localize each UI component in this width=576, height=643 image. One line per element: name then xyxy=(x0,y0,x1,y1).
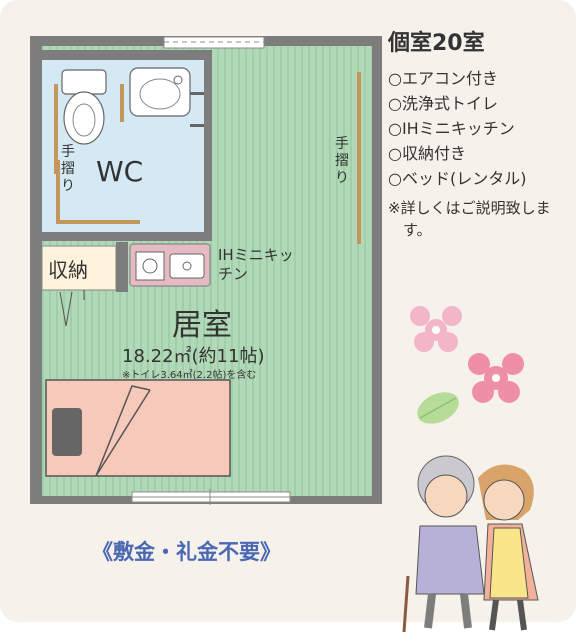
explanation-note: ※詳しくはご説明致します。 xyxy=(388,199,551,239)
storage-area xyxy=(41,245,117,291)
no-deposit-caption: 《敷金・礼金不要》 xyxy=(92,540,281,564)
caregiver-illustration xyxy=(478,464,539,631)
wc-wall-right xyxy=(204,60,212,236)
feature-item: ○ベッド(レンタル) xyxy=(388,169,527,188)
elderly-person-illustration xyxy=(402,455,485,633)
flower-icon xyxy=(468,353,524,403)
leaf-icon xyxy=(417,392,459,424)
wc-wall-bottom xyxy=(30,232,212,241)
room-count-heading: 個室20室 xyxy=(388,31,485,56)
feature-item: ○エアコン付き xyxy=(388,69,498,88)
kitchen-label: IHミニキッチン xyxy=(218,246,294,283)
handrail-label: 手摺り xyxy=(335,136,349,186)
feature-item: ○収納付き xyxy=(388,144,466,163)
toilet-tank xyxy=(61,69,107,95)
room-label: 居室 xyxy=(172,308,232,343)
feature-item: ○洗浄式トイレ xyxy=(388,94,498,113)
room-area: 18.22㎡(約11帖) xyxy=(122,346,265,367)
handrail-label: 手摺り xyxy=(61,144,75,194)
wc-label: WC xyxy=(96,155,144,188)
wc-wall-top xyxy=(30,50,212,60)
feature-list: ○エアコン付き ○洗浄式トイレ ○IHミニキッチン ○収納付き ○ベッド(レンタ… xyxy=(388,66,568,191)
room-info: 個室20室 ○エアコン付き ○洗浄式トイレ ○IHミニキッチン ○収納付き ○ベ… xyxy=(388,30,568,241)
flower-icon xyxy=(410,306,462,352)
storage-label: 収納 xyxy=(48,258,88,282)
toilet-area-note: ※トイレ3.64㎡(2.2帖)を含む xyxy=(122,370,257,381)
feature-item: ○IHミニキッチン xyxy=(388,119,515,138)
bed-pillow xyxy=(52,408,82,456)
right-handrail xyxy=(357,72,361,244)
